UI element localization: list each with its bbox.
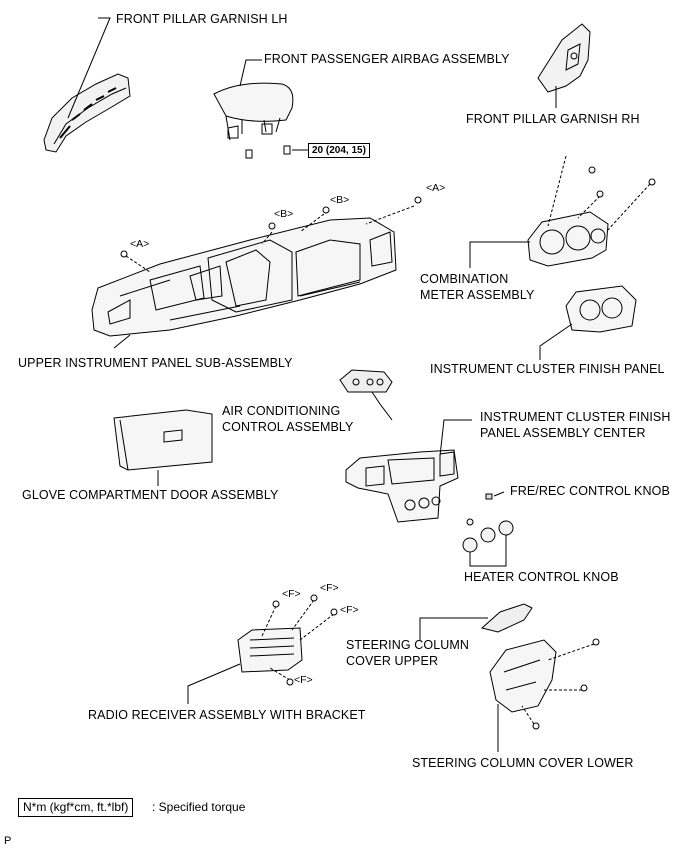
leader-b-right [299, 213, 325, 233]
label-steering-column-upper-line1: STEERING COLUMN [346, 638, 470, 652]
fre-rec-knob-part [485, 493, 493, 500]
leader-airbag [239, 59, 262, 87]
front-pillar-garnish-rh-part [537, 23, 591, 93]
leader-b-left [261, 231, 273, 245]
bolts-radio [272, 594, 338, 686]
label-front-passenger-airbag: FRONT PASSENGER AIRBAG ASSEMBLY [264, 52, 510, 66]
tag-f-3: <F> [340, 604, 359, 616]
ac-control-part [339, 369, 393, 393]
label-cluster-finish-center-line1: INSTRUMENT CLUSTER FINISH [480, 410, 671, 424]
label-combination-meter-line1: COMBINATION [420, 272, 509, 286]
bolts-meter [588, 166, 656, 198]
label-front-pillar-garnish-rh: FRONT PILLAR GARNISH RH [466, 112, 640, 126]
label-steering-column-upper-line2: COVER UPPER [346, 654, 439, 668]
tag-b-left: <B> [274, 208, 294, 220]
label-steering-column-lower: STEERING COLUMN COVER LOWER [412, 756, 634, 770]
label-radio-receiver: RADIO RECEIVER ASSEMBLY WITH BRACKET [88, 708, 366, 722]
bolts-steering [532, 638, 600, 730]
label-cluster-finish-center-line2: PANEL ASSEMBLY CENTER [480, 426, 646, 440]
combination-meter-part [527, 211, 609, 267]
corner-mark: P [4, 835, 12, 847]
leader-cluster-finish [539, 323, 573, 360]
label-air-conditioning-line2: CONTROL ASSEMBLY [222, 420, 354, 434]
leader-ac [371, 391, 393, 421]
tag-f-1: <F> [282, 588, 301, 600]
steering-cover-upper-part [480, 603, 533, 633]
label-instrument-cluster-finish-panel: INSTRUMENT CLUSTER FINISH PANEL [430, 362, 665, 376]
leader-fre-rec [493, 491, 505, 497]
label-heater-control-knob: HEATER CONTROL KNOB [464, 570, 619, 584]
steering-screw-lines [521, 643, 595, 725]
legend-unit-box: N*m (kgf*cm, ft.*lbf) [18, 798, 134, 817]
label-glove-compartment: GLOVE COMPARTMENT DOOR ASSEMBLY [22, 488, 279, 502]
leader-heater [469, 535, 507, 567]
leader-cluster-center [439, 419, 472, 457]
label-upper-instrument-panel: UPPER INSTRUMENT PANEL SUB-ASSEMBLY [18, 356, 293, 370]
label-combination-meter-line2: METER ASSEMBLY [420, 288, 535, 302]
label-front-pillar-garnish-lh: FRONT PILLAR GARNISH LH [116, 12, 288, 26]
leader-upper-panel [113, 334, 131, 349]
tag-b-right: <B> [330, 194, 350, 206]
steering-cover-lower-part [489, 639, 557, 713]
legend-text: : Specified torque [152, 800, 246, 814]
instrument-panel-part [91, 217, 397, 337]
torque-value: 20 (204, 15) [308, 143, 370, 158]
radio-screw-lines [261, 599, 335, 681]
glove-compartment-part [113, 409, 213, 471]
tag-f-4: <F> [294, 674, 313, 686]
radio-receiver-part [237, 627, 303, 673]
tag-f-2: <F> [320, 582, 339, 594]
bolts-panel [120, 196, 422, 258]
leader-pillar-lh [67, 17, 111, 119]
label-air-conditioning-line1: AIR CONDITIONING [222, 404, 341, 418]
label-fre-rec-knob: FRE/REC CONTROL KNOB [510, 484, 670, 498]
cluster-center-part [345, 449, 459, 523]
tag-a-left: <A> [130, 238, 150, 250]
leader-combination-meter [469, 241, 530, 268]
front-pillar-garnish-lh-part [43, 73, 131, 153]
combination-meter-screw-lines [547, 155, 651, 233]
leader-radio [187, 663, 241, 704]
cluster-finish-panel-part [565, 285, 637, 333]
leader-steering-upper [419, 617, 488, 640]
leader-a-right [365, 205, 415, 225]
airbag-part [213, 82, 294, 159]
tag-a-right: <A> [426, 182, 446, 194]
